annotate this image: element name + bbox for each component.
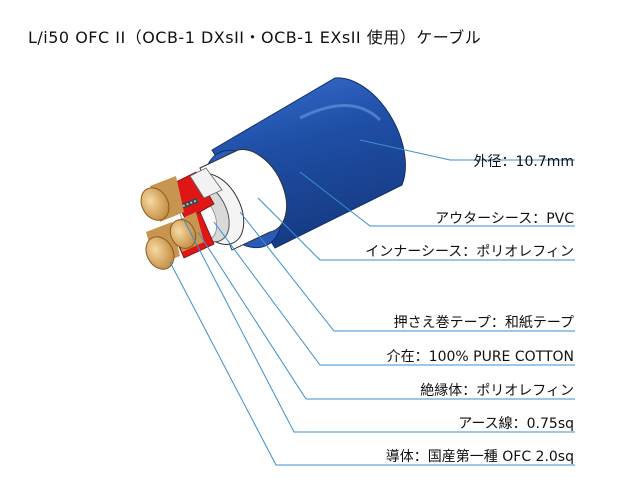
leader-line — [169, 261, 575, 466]
leader-line — [239, 211, 575, 332]
label-insulation: 絶縁体：ポリオレフィン — [420, 383, 574, 399]
leader-lines — [169, 139, 575, 466]
leader-line — [213, 221, 575, 366]
label-outer-diameter: 外径：10.7mm — [473, 154, 574, 170]
label-outer-sheath: アウターシース：PVC — [435, 211, 574, 227]
label-binder-tape: 押さえ巻テープ：和紙テープ — [393, 315, 574, 331]
leader-line — [359, 139, 575, 161]
leader-line — [197, 231, 575, 400]
leader-line — [299, 171, 575, 227]
label-filler: 介在：100% PURE COTTON — [386, 349, 574, 365]
leader-line — [183, 219, 575, 433]
leader-line — [257, 197, 575, 261]
label-ground-wire: アース線：0.75sq — [458, 416, 574, 432]
label-inner-sheath: インナーシース：ポリオレフィン — [365, 244, 574, 260]
diagram-title: L/i50 OFC II（OCB-1 DXsII・OCB-1 EXsII 使用）… — [28, 28, 482, 47]
label-conductor: 導体：国産第一種 OFC 2.0sq — [385, 449, 574, 465]
copper-conductors — [140, 176, 204, 270]
